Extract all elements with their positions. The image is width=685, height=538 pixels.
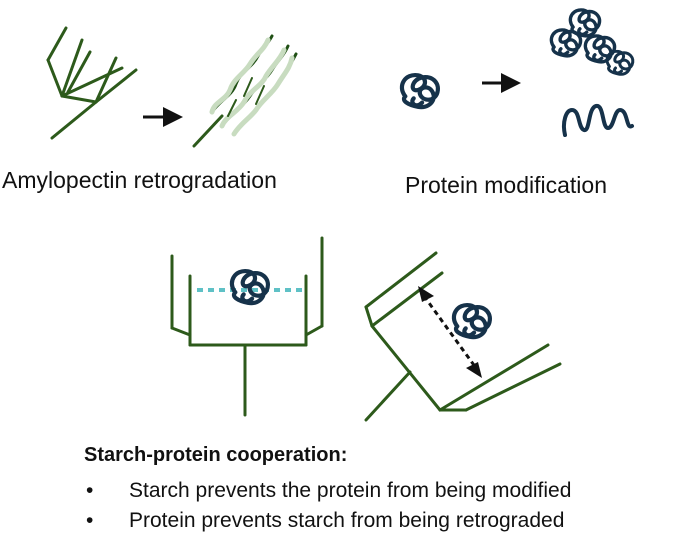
- bullet-text: Starch prevents the protein from being m…: [129, 479, 572, 502]
- amylopectin-caption: Amylopectin retrogradation: [2, 167, 277, 193]
- bullet-mark: •: [86, 479, 94, 502]
- starch-cup-with-protein-icon: [170, 236, 324, 417]
- folded-protein-icon: [402, 75, 438, 107]
- tilted-starch-with-protein-icon: [364, 251, 562, 422]
- arrow-right-icon: [482, 73, 521, 93]
- cooperation-heading: Starch-protein cooperation:: [84, 444, 348, 466]
- amylopectin-branched-icon: [46, 26, 138, 140]
- aggregated-protein-icon: [549, 8, 635, 76]
- retrograded-double-helix-icon: [192, 34, 298, 148]
- arrow-right-icon: [143, 107, 183, 127]
- bullet-text: Protein prevents starch from being retro…: [129, 509, 565, 532]
- double-headed-arrow-icon: [418, 286, 482, 378]
- protein-modification-caption: Protein modification: [405, 172, 607, 198]
- unfolded-protein-icon: [561, 104, 634, 137]
- bullet-mark: •: [86, 509, 94, 532]
